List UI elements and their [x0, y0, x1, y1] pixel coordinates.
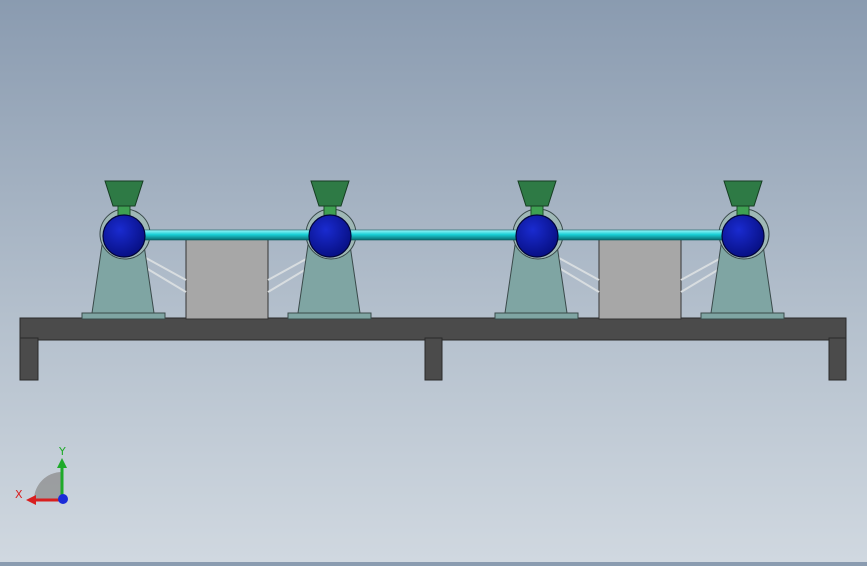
triad-y-label: Y — [58, 445, 66, 458]
roller-disc — [102, 214, 146, 258]
coordinate-triad: Y X — [15, 445, 68, 505]
strut — [267, 267, 309, 293]
frame-leg-middle — [424, 337, 443, 381]
triad-x-arrowhead — [26, 495, 36, 505]
triad-z-origin — [58, 494, 68, 504]
frame-top-beam — [19, 317, 847, 341]
roller-1 — [102, 214, 146, 258]
gearbox-left — [185, 237, 269, 320]
frame-leg-right — [828, 337, 847, 381]
roller-station-1 — [81, 180, 187, 320]
rollers — [102, 214, 765, 258]
shaft-segment-3 — [554, 229, 728, 241]
pedestal-foot — [700, 312, 785, 320]
frame-leg-left — [19, 337, 39, 381]
gearboxes — [185, 237, 682, 320]
triad-y-arrowhead — [57, 458, 67, 468]
strut — [558, 257, 600, 281]
strut — [145, 257, 187, 281]
pedestal-foot — [287, 312, 372, 320]
hopper — [517, 180, 557, 207]
roller-4 — [721, 214, 765, 258]
hopper — [104, 180, 144, 207]
roller-3 — [515, 214, 559, 258]
strut — [680, 267, 722, 293]
shaft-segment-2 — [347, 229, 521, 241]
triad-arc — [34, 472, 62, 500]
strut — [558, 267, 600, 293]
strut — [267, 257, 309, 281]
pedestal-foot — [494, 312, 579, 320]
gearbox-right — [598, 237, 682, 320]
roller-2 — [308, 214, 352, 258]
roller-disc — [515, 214, 559, 258]
shaft-segment-1 — [139, 229, 316, 241]
base-frame — [19, 317, 847, 381]
roller-disc — [308, 214, 352, 258]
pedestal-foot — [81, 312, 166, 320]
strut — [145, 267, 187, 293]
hopper — [723, 180, 763, 207]
drive-shaft — [139, 229, 728, 241]
triad-x-label: X — [15, 488, 23, 501]
roller-disc — [721, 214, 765, 258]
hopper — [310, 180, 350, 207]
strut — [680, 257, 722, 281]
